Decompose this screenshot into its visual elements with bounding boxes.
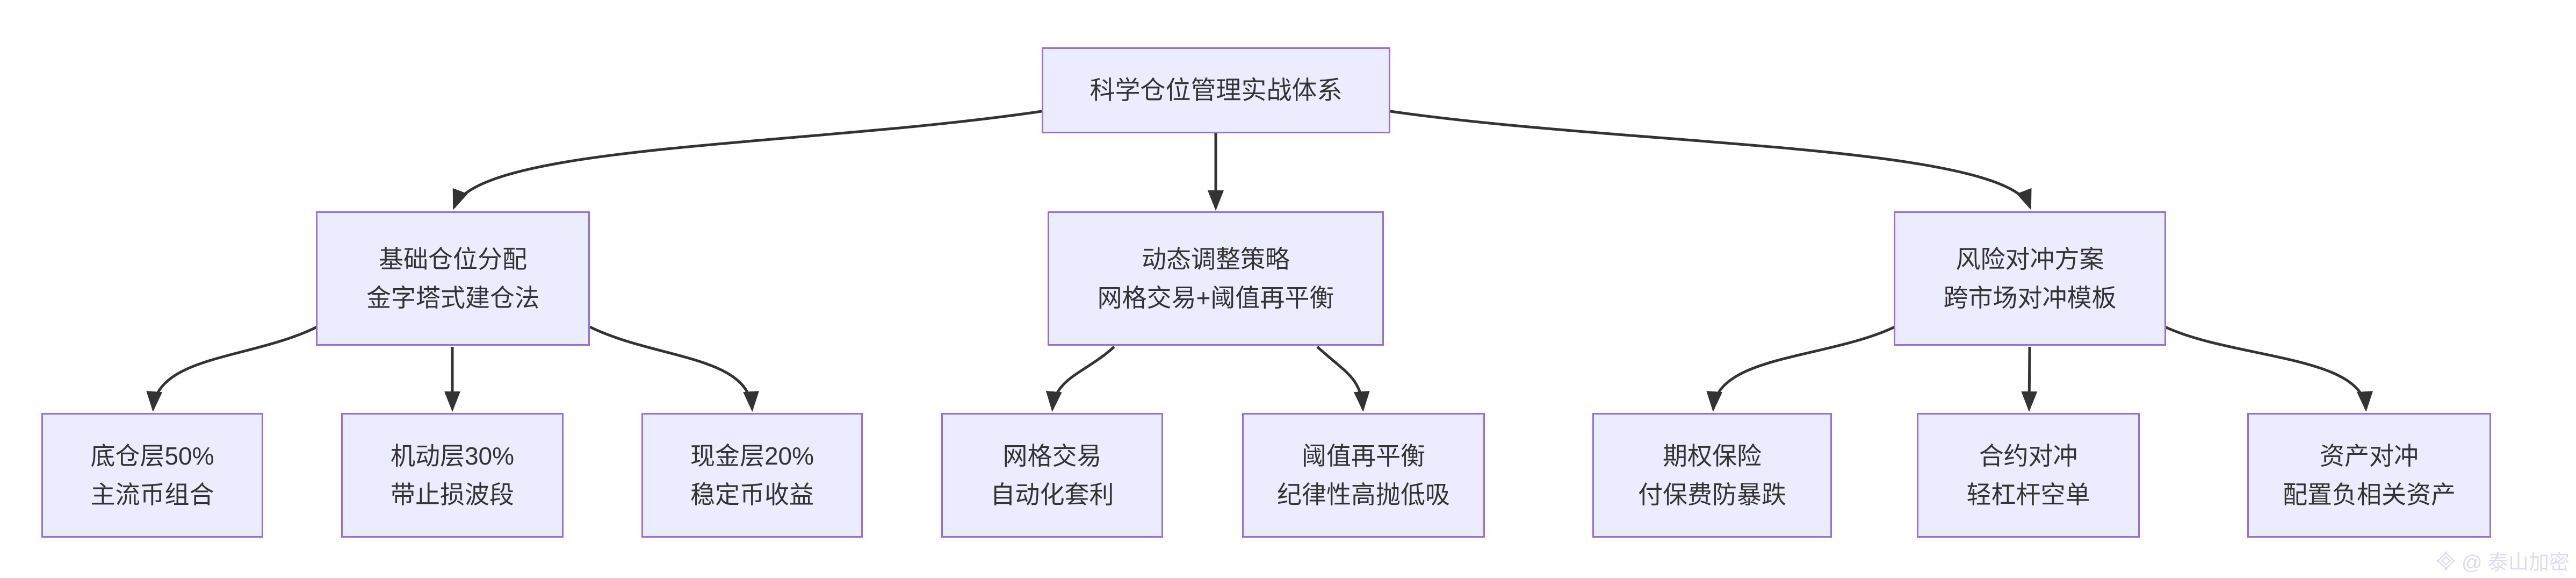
node-label-line1: 资产对冲: [2320, 442, 2419, 470]
edge-base-to-bottom-layer: [146, 325, 318, 412]
node-label-line2: 轻杠杆空单: [1966, 481, 2090, 509]
watermark-text: @ 泰山加密: [2461, 551, 2570, 574]
edge-dynamic-to-threshold: [1316, 346, 1370, 412]
node-contract-hedge: 合约对冲 轻杠杆空单: [1917, 413, 2140, 538]
node-label-line2: 纪律性高抛低吸: [1277, 481, 1450, 509]
node-label-line1: 现金层20%: [690, 442, 814, 470]
node-cash-layer-20: 现金层20% 稳定币收益: [641, 413, 863, 538]
node-label-line1: 合约对冲: [1979, 442, 2078, 470]
node-base-allocation: 基础仓位分配 金字塔式建仓法: [316, 211, 590, 346]
node-label-line2: 网格交易+阈值再平衡: [1097, 284, 1334, 312]
node-label-line2: 配置负相关资产: [2283, 481, 2456, 509]
node-label-line1: 底仓层50%: [90, 442, 214, 470]
node-label-line1: 风险对冲方案: [1956, 245, 2104, 273]
node-option-insurance: 期权保险 付保费防暴跌: [1592, 413, 1832, 538]
node-grid-trading: 网格交易 自动化套利: [941, 413, 1163, 538]
node-label-line2: 跨市场对冲模板: [1943, 284, 2117, 312]
edge-root-to-base-allocation: [452, 110, 1042, 210]
node-asset-hedge: 资产对冲 配置负相关资产: [2247, 413, 2491, 538]
node-root-position-system: 科学仓位管理实战体系: [1042, 47, 1390, 133]
edge-base-to-cash-layer: [589, 325, 759, 412]
node-label-line1: 期权保险: [1663, 442, 1762, 470]
node-bottom-layer-50: 底仓层50% 主流币组合: [41, 413, 263, 538]
node-label-line1: 动态调整策略: [1142, 245, 1290, 273]
watermark-diamond-gem-icon: [2436, 551, 2456, 575]
node-label-line1: 网格交易: [1002, 442, 1102, 470]
node-label-line2: 付保费防暴跌: [1638, 481, 1786, 509]
node-label-line2: 金字塔式建仓法: [366, 284, 539, 312]
node-label-line1: 基础仓位分配: [379, 245, 527, 273]
edge-risk-to-option: [1706, 325, 1896, 412]
edge-dynamic-to-grid: [1045, 346, 1115, 412]
edge-risk-to-asset: [2164, 325, 2373, 412]
edge-root-to-risk-hedge: [1390, 110, 2032, 210]
node-label-line1: 阈值再平衡: [1302, 442, 1425, 470]
node-risk-hedge-plan: 风险对冲方案 跨市场对冲模板: [1894, 211, 2166, 346]
node-mobile-layer-30: 机动层30% 带止损波段: [341, 413, 564, 538]
node-label-line2: 主流币组合: [90, 481, 214, 509]
watermark: @ 泰山加密: [2436, 551, 2570, 575]
node-label-line2: 带止损波段: [391, 481, 514, 509]
node-label: 科学仓位管理实战体系: [1089, 76, 1343, 104]
node-label-line2: 自动化套利: [990, 481, 1114, 509]
edge-risk-to-contract: [2021, 346, 2038, 412]
node-label-line2: 稳定币收益: [690, 481, 814, 509]
node-label-line1: 机动层30%: [390, 442, 515, 470]
node-dynamic-adjustment: 动态调整策略 网格交易+阈值再平衡: [1048, 211, 1384, 346]
node-threshold-rebalance: 阈值再平衡 纪律性高抛低吸: [1242, 413, 1485, 538]
